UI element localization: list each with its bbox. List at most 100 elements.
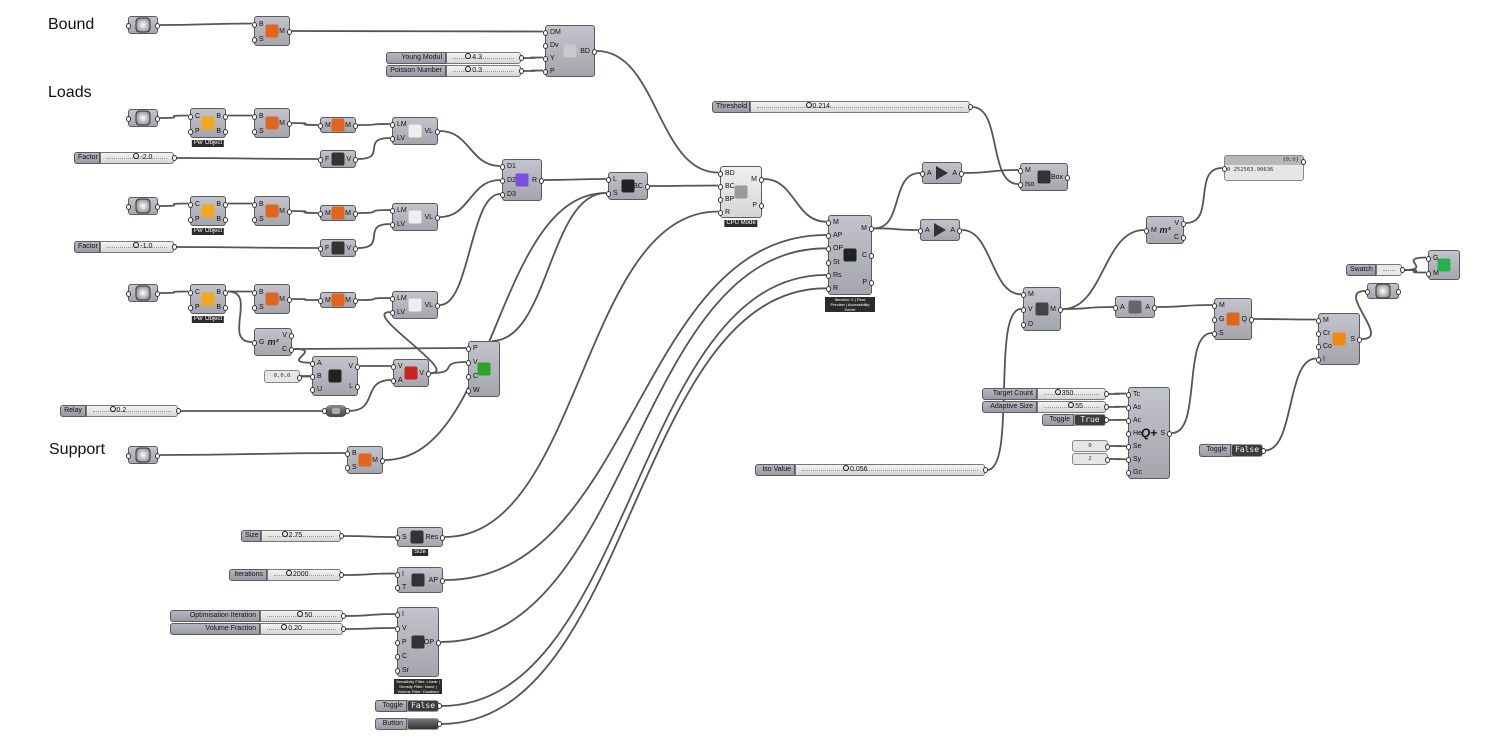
- output-port[interactable]: [959, 171, 964, 177]
- young-slider-track[interactable]: 4.3: [446, 52, 521, 64]
- output-port[interactable]: [355, 364, 360, 370]
- input-port[interactable]: [390, 136, 395, 142]
- input-port[interactable]: [826, 233, 831, 239]
- output-port[interactable]: [1301, 159, 1306, 165]
- input-port[interactable]: [252, 289, 257, 296]
- input-port[interactable]: [1144, 228, 1149, 234]
- component-geo5[interactable]: [126, 446, 160, 464]
- input-port[interactable]: [395, 612, 400, 618]
- output-port[interactable]: [968, 104, 973, 110]
- input-port[interactable]: [1316, 317, 1321, 324]
- adaptive-slider-track[interactable]: 55: [1037, 401, 1106, 413]
- input-port[interactable]: [543, 68, 548, 75]
- input-port[interactable]: [252, 36, 257, 43]
- output-port[interactable]: [1058, 307, 1063, 313]
- output-port[interactable]: [353, 157, 358, 163]
- output-port[interactable]: [355, 384, 360, 390]
- input-port[interactable]: [1426, 255, 1431, 262]
- output-port[interactable]: [1400, 267, 1405, 273]
- input-port[interactable]: [1018, 182, 1023, 188]
- output-port[interactable]: [353, 246, 358, 252]
- swatch-colour[interactable]: [1376, 264, 1402, 276]
- component-reldot[interactable]: [322, 405, 350, 417]
- input-port[interactable]: [390, 222, 395, 228]
- output-port[interactable]: [435, 129, 440, 135]
- input-port[interactable]: [543, 29, 548, 36]
- component-geo4[interactable]: [126, 284, 160, 302]
- input-port[interactable]: [310, 374, 315, 380]
- output-port[interactable]: [1261, 447, 1266, 454]
- volfrac-slider-track[interactable]: 0.20: [260, 623, 343, 635]
- output-port[interactable]: [1181, 221, 1186, 227]
- targetcount-slider-track[interactable]: 350: [1037, 388, 1106, 400]
- output-port[interactable]: [223, 289, 228, 296]
- output-port[interactable]: [289, 347, 294, 353]
- toggleF2-toggle-value[interactable]: False: [1232, 445, 1262, 456]
- slider-knob-icon[interactable]: [133, 153, 140, 159]
- component-geo6[interactable]: [1365, 283, 1401, 299]
- output-port[interactable]: [440, 578, 445, 584]
- component-factor2[interactable]: Factor-1.0: [74, 241, 177, 253]
- output-port[interactable]: [155, 204, 160, 210]
- input-port[interactable]: [395, 654, 400, 660]
- input-port[interactable]: [318, 298, 323, 304]
- input-port[interactable]: [466, 346, 471, 352]
- input-port[interactable]: [1126, 457, 1131, 464]
- input-port[interactable]: [826, 273, 831, 279]
- output-port[interactable]: [592, 49, 597, 55]
- output-port[interactable]: [223, 113, 228, 120]
- relay-slider-track[interactable]: 0.2: [86, 405, 178, 417]
- slider-knob-icon[interactable]: [133, 242, 140, 248]
- output-port[interactable]: [223, 304, 228, 311]
- slider-knob-icon[interactable]: [843, 465, 849, 471]
- input-port[interactable]: [1316, 330, 1321, 337]
- output-port[interactable]: [759, 177, 764, 183]
- input-port[interactable]: [466, 374, 471, 380]
- output-port[interactable]: [983, 467, 988, 473]
- output-port[interactable]: [440, 535, 445, 541]
- output-port[interactable]: [223, 216, 228, 223]
- size-slider-track[interactable]: 2.75: [261, 530, 341, 542]
- output-port[interactable]: [339, 572, 344, 578]
- iterations-slider-track[interactable]: 2000: [267, 569, 341, 581]
- output-port[interactable]: [172, 244, 177, 250]
- output-port[interactable]: [519, 55, 524, 61]
- input-port[interactable]: [126, 23, 131, 29]
- input-port[interactable]: [1365, 289, 1370, 295]
- output-port[interactable]: [759, 203, 764, 209]
- component-vpanel[interactable]: {0;0}0 252563.90636: [1222, 155, 1306, 181]
- input-port[interactable]: [1126, 431, 1131, 437]
- output-port[interactable]: [869, 226, 874, 233]
- input-port[interactable]: [826, 246, 831, 253]
- slider-knob-icon[interactable]: [297, 611, 304, 617]
- output-port[interactable]: [435, 303, 440, 309]
- input-port[interactable]: [1018, 168, 1023, 174]
- input-port[interactable]: [1126, 417, 1131, 424]
- toggleTrue-toggle-value[interactable]: True: [1075, 415, 1105, 425]
- input-port[interactable]: [1316, 356, 1321, 363]
- output-port[interactable]: [1181, 235, 1186, 241]
- component-swatch[interactable]: Swatch: [1346, 264, 1405, 276]
- factor1-slider-track[interactable]: -2.0: [100, 152, 174, 164]
